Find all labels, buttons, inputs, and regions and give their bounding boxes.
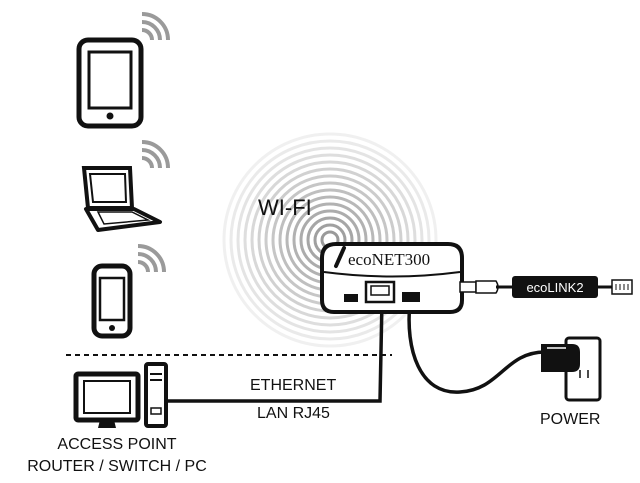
wifi-label: WI-FI — [258, 195, 312, 220]
wifi-ring — [222, 132, 438, 348]
wifi-ring — [229, 139, 431, 341]
desktop-pc-icon — [73, 362, 168, 428]
power-label: POWER — [540, 411, 600, 428]
wifi-ring — [236, 146, 424, 334]
rj-plug-right — [611, 279, 633, 295]
power-plug — [541, 344, 580, 372]
econet300-label: ecoNET300 — [348, 250, 430, 269]
device-switch — [344, 294, 358, 302]
ethernet-label: ETHERNET — [250, 377, 336, 394]
lan-rj45-label: LAN RJ45 — [257, 405, 330, 422]
tablet-icon — [76, 12, 170, 129]
router-switch-pc-label: ROUTER / SWITCH / PC — [27, 458, 207, 475]
access-point-label: ACCESS POINT — [57, 436, 176, 453]
ecolink2-box — [512, 276, 598, 298]
wifi-signal-rings — [222, 132, 438, 348]
power-socket-icon — [541, 336, 602, 402]
ecolink2-adapter: ecoLINK2 — [459, 276, 633, 298]
power-cable — [407, 301, 546, 394]
ethernet-cable — [166, 299, 384, 403]
antenna-icon — [334, 246, 346, 268]
smartphone-icon — [91, 244, 166, 339]
phone-wifi-arcs — [137, 244, 166, 273]
wifi-ring — [250, 160, 410, 320]
tablet-wifi-arcs — [141, 12, 170, 41]
laptop-icon — [81, 140, 170, 232]
ecolink2-label: ecoLINK2 — [526, 280, 583, 295]
usb-plug-left — [459, 281, 477, 293]
econet300-device: ecoNET300 — [320, 242, 464, 314]
laptop-wifi-arcs — [141, 140, 170, 169]
wifi-ring — [243, 153, 417, 327]
usb-port — [402, 292, 420, 302]
